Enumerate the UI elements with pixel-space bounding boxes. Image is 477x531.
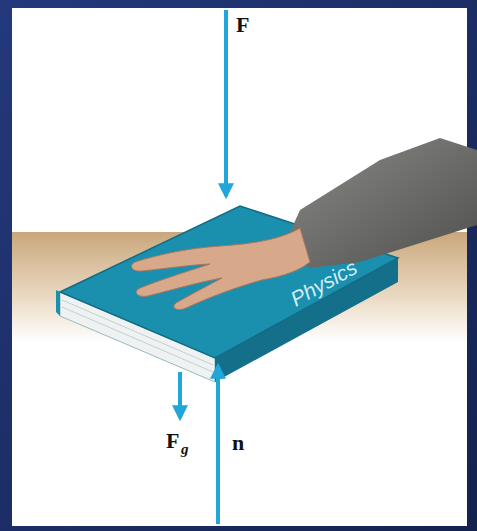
force-label: F [236, 14, 249, 36]
book-title: Physics [287, 256, 360, 309]
subscript: g [181, 442, 189, 457]
force-arrow-f [224, 10, 228, 196]
force-label: n [232, 432, 244, 454]
panel [12, 8, 467, 526]
force-arrow-fg [178, 372, 182, 418]
force-label: F [166, 430, 179, 452]
hand [131, 228, 310, 310]
force-arrow-n [216, 366, 220, 524]
sleeve [282, 138, 477, 268]
